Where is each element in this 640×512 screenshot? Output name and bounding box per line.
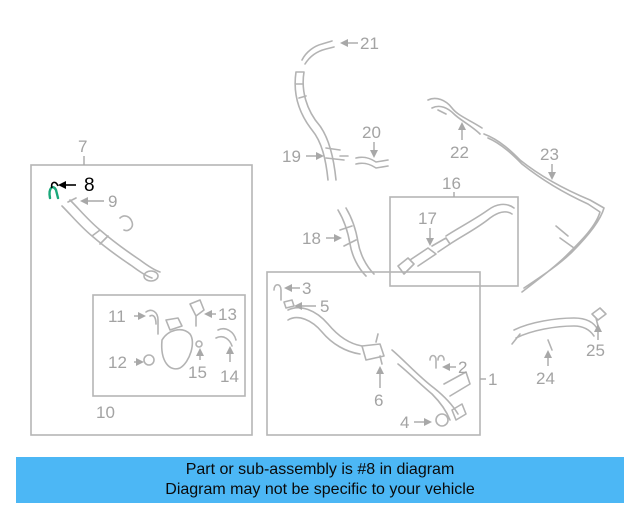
group-box-1 [266, 271, 481, 436]
callout-22: 22 [450, 143, 469, 162]
part-3-clamp [273, 283, 282, 301]
leader-20 [370, 142, 378, 158]
callout-13: 13 [218, 305, 237, 324]
leader-13 [204, 310, 216, 318]
part-25-plug [591, 307, 607, 327]
part-17-valve [397, 237, 451, 275]
callout-8: 8 [84, 175, 95, 196]
part-14-hose [215, 327, 237, 347]
leader-4 [414, 418, 432, 426]
part-19-clamp [325, 147, 349, 161]
callout-20: 20 [362, 123, 381, 142]
leader-11 [134, 312, 146, 320]
part-23-pipe [483, 133, 605, 293]
part-13-valve [189, 299, 205, 327]
part-24-pipe [511, 317, 599, 351]
part-1-tee [361, 333, 385, 365]
info-banner: Part or sub-assembly is #8 in diagram Di… [16, 457, 624, 503]
callout-18: 18 [302, 229, 321, 248]
part-7-hose [61, 199, 161, 279]
part-16-hose [445, 203, 515, 245]
leader-8 [58, 181, 76, 189]
leader-21 [340, 39, 358, 47]
callout-3: 3 [302, 279, 311, 298]
leader-24 [544, 350, 552, 366]
callout-24: 24 [536, 369, 555, 388]
part-9-fitting [67, 197, 134, 232]
callout-9: 9 [108, 192, 117, 211]
part-11-hose [145, 309, 159, 335]
callout-4: 4 [400, 413, 409, 432]
callout-7: 7 [78, 137, 87, 156]
part-22-hose [427, 97, 483, 135]
part-20-hose [355, 156, 389, 169]
leader-22 [458, 122, 466, 140]
part-2-clamp [429, 354, 445, 369]
banner-line-part: Part or sub-assembly is #8 in diagram [185, 461, 455, 478]
callout-10: 10 [96, 403, 115, 422]
leader-6 [376, 366, 384, 388]
leader-14 [226, 346, 234, 362]
part-19-pipe [294, 71, 337, 181]
callout-14: 14 [220, 367, 239, 386]
leader-25 [594, 324, 602, 340]
leader-2 [442, 363, 456, 371]
parts-diagram: 21 19 20 18 22 23 16 17 24 25 7 8 9 11 1… [30, 34, 607, 436]
part-12-ring [143, 354, 155, 366]
group-box-10 [92, 294, 246, 397]
callout-6: 6 [374, 391, 383, 410]
part-15-clip [195, 340, 203, 348]
leader-5 [294, 302, 316, 310]
callout-16: 16 [442, 174, 461, 193]
callout-21: 21 [360, 34, 379, 53]
part-4-ring [435, 413, 449, 427]
leader-3 [284, 284, 300, 292]
callout-25: 25 [586, 341, 605, 360]
group-box-7 [30, 164, 253, 436]
part-8-clamp-detail [50, 181, 59, 189]
leader-9 [80, 197, 104, 205]
part-5-clip [283, 299, 295, 309]
part-21-hose [301, 40, 335, 65]
callout-2: 2 [458, 358, 467, 377]
callout-23: 23 [540, 145, 559, 164]
leader-17 [426, 228, 434, 246]
leader-23 [548, 164, 556, 180]
leader-15 [196, 348, 204, 360]
part-18-hose [337, 207, 375, 277]
banner-line-disclaimer: Diagram may not be specific to your vehi… [165, 481, 475, 498]
leader-12 [134, 358, 144, 366]
part-8-clamp [48, 186, 60, 200]
part-10-housing [160, 317, 194, 370]
callout-19: 19 [282, 147, 301, 166]
callout-5: 5 [320, 297, 329, 316]
part-23-bracket [555, 225, 575, 249]
part-1-outlet [391, 349, 471, 421]
callout-12: 12 [108, 353, 127, 372]
callout-17: 17 [418, 209, 437, 228]
leader-19 [306, 152, 324, 160]
callout-11: 11 [108, 307, 126, 326]
leader-18 [326, 234, 342, 242]
callout-1: 1 [488, 370, 497, 389]
callout-15: 15 [188, 363, 207, 382]
part-7-ring [143, 270, 159, 282]
